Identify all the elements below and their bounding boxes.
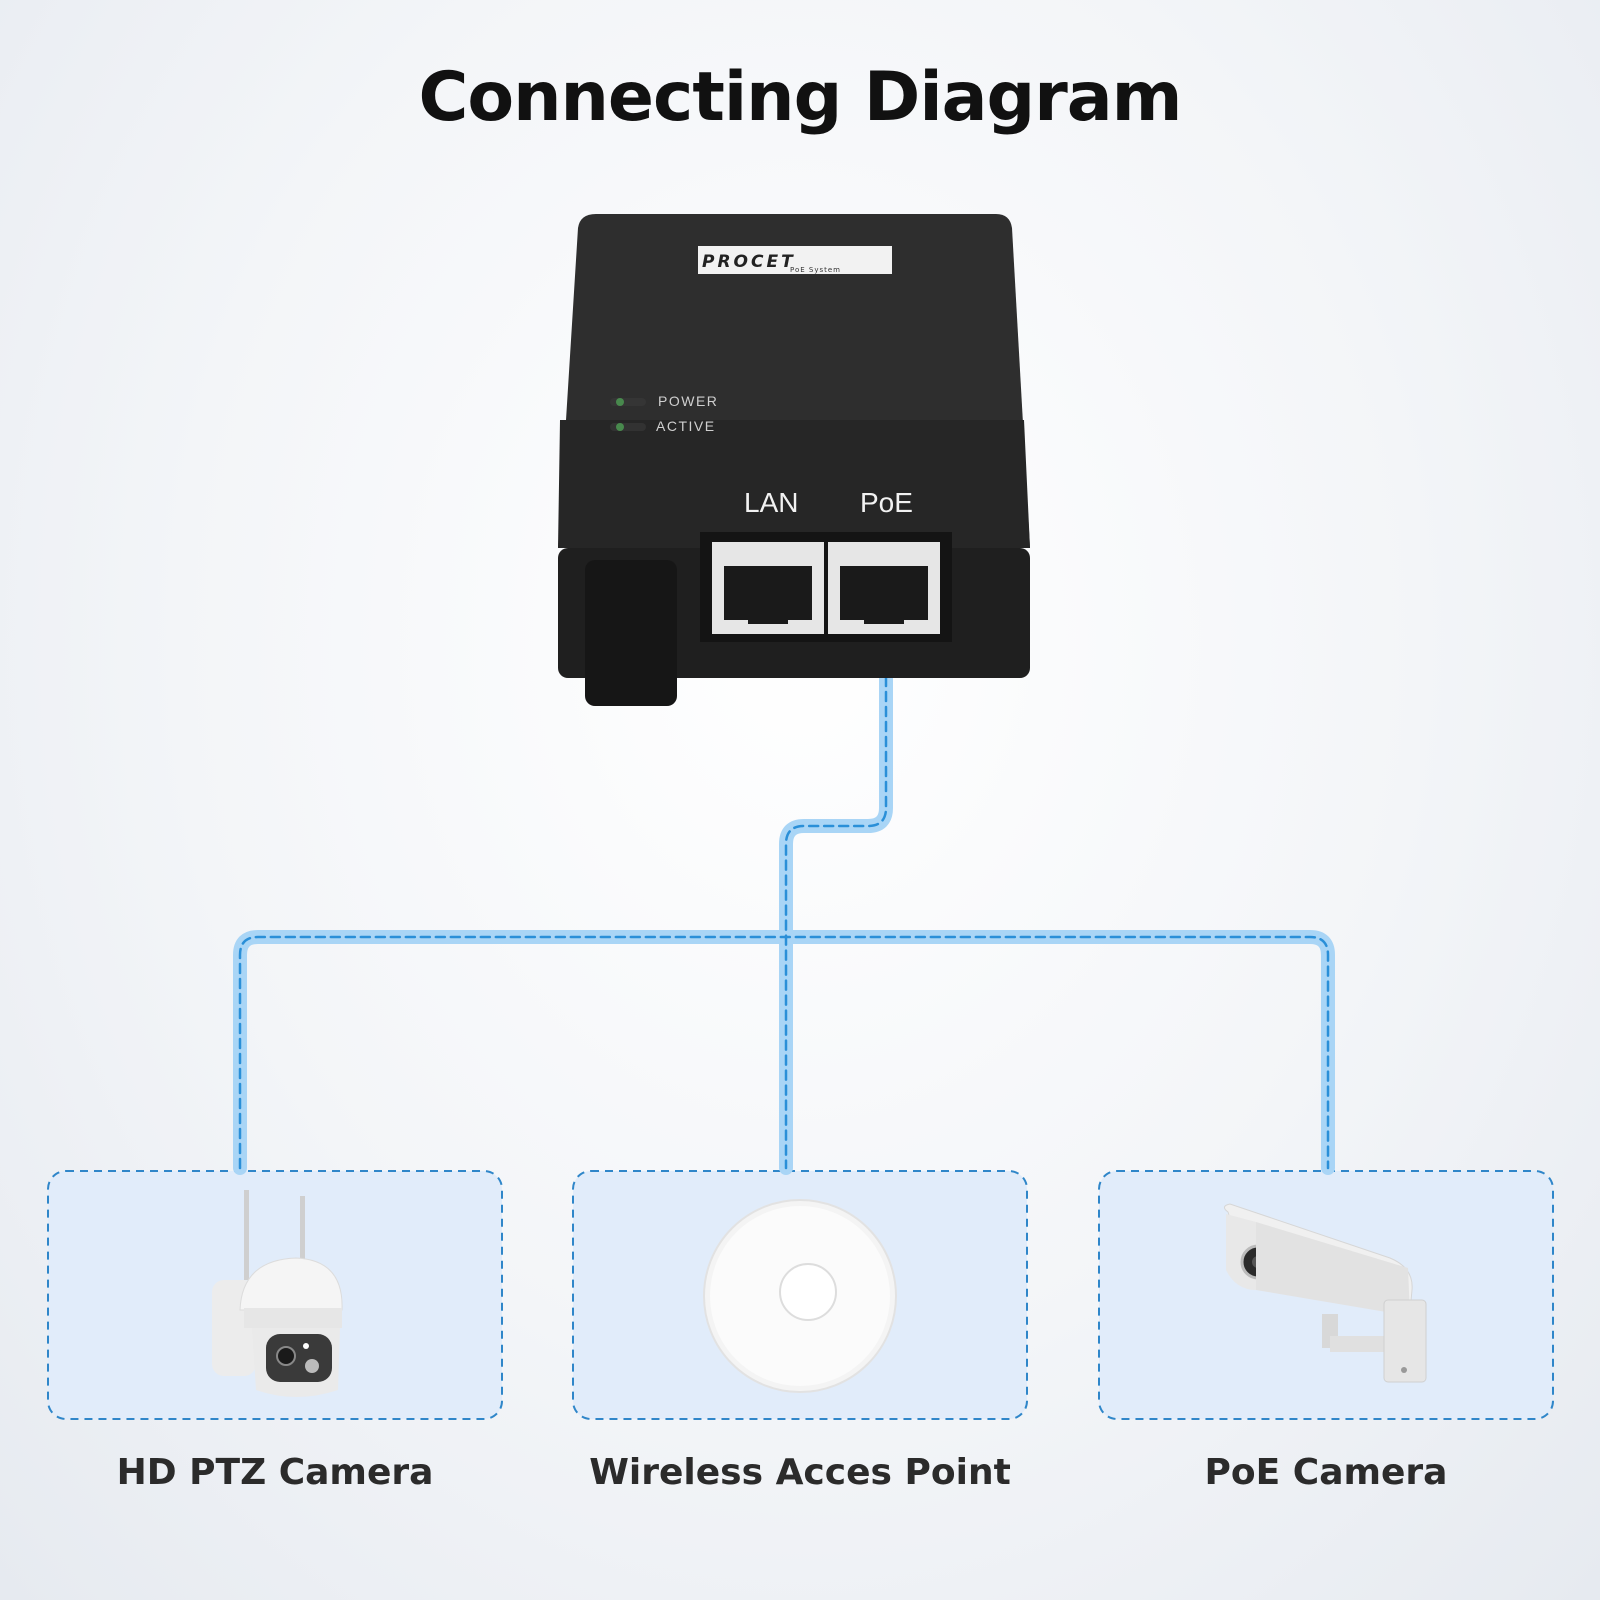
device-label-ap: Wireless Acces Point [589, 1452, 1011, 1493]
brand-logo: PROCET [702, 252, 796, 272]
poe-cable [233, 625, 1335, 1175]
lan-port-label: LAN [744, 487, 799, 518]
brand-subtitle: PoE System [790, 266, 842, 274]
device-label-poe-camera: PoE Camera [1204, 1452, 1448, 1493]
diagram-title: Connecting Diagram [418, 58, 1182, 137]
brand-sticker [698, 246, 892, 274]
device-label-ptz: HD PTZ Camera [116, 1452, 434, 1493]
power-led-label: POWER [658, 393, 719, 409]
poe-injector [558, 214, 1030, 706]
poe-port-label: PoE [860, 487, 913, 518]
bullet-camera-icon [1224, 1203, 1427, 1383]
active-led-label: ACTIVE [656, 418, 716, 434]
ptz-camera-icon [212, 1190, 343, 1397]
access-point-icon [703, 1199, 897, 1393]
